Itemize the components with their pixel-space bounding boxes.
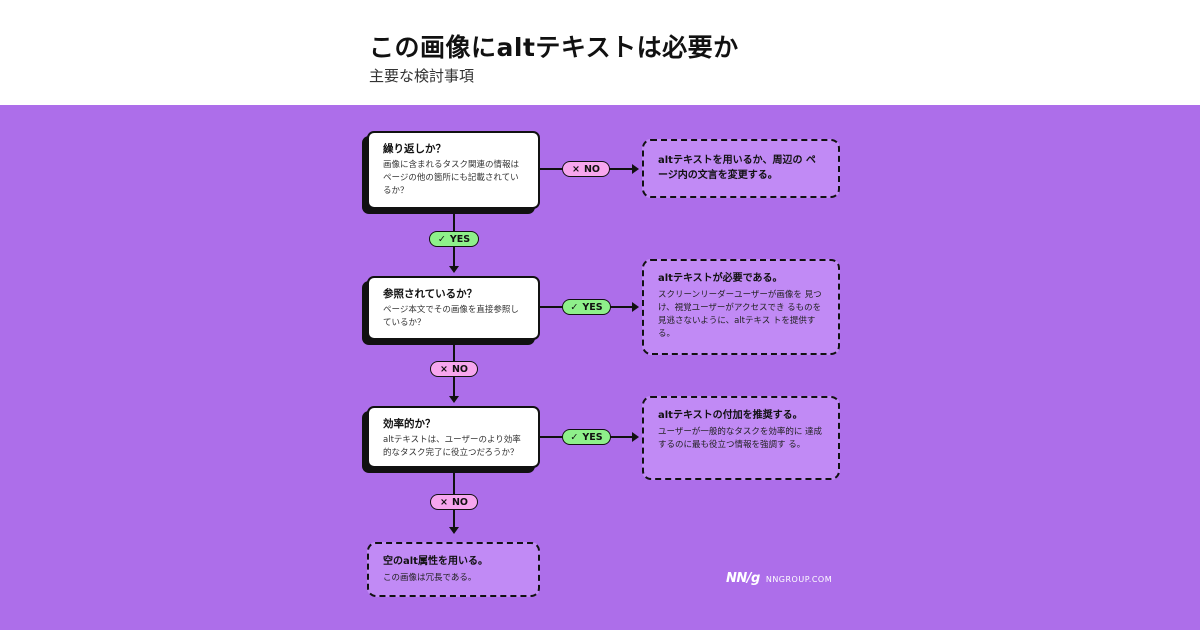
result-body: スクリーンリーダーユーザーが画像を 見つけ、視覚ユーザーがアクセスでき るものを… [658,290,822,339]
close-icon: × [440,363,448,375]
arrow-q2-down [449,396,459,403]
arrow-q3-right [632,432,639,442]
no-badge: × NO [430,494,478,510]
question-heading: 効率的か？ [383,418,436,430]
question-box-repetitive: 繰り返しか？ 画像に含まれるタスク関連の情報は ページの他の箇所にも記載されてい… [367,131,540,209]
result-heading: altテキストを用いるか、周辺の ページ内の文言を変更する。 [658,155,816,181]
page-title: この画像にaltテキストは必要か [369,33,739,62]
flowchart-canvas [0,105,1200,630]
result-heading: 空のalt属性を用いる。 [383,556,488,567]
no-label: NO [451,363,468,375]
yes-badge: ✓ YES [562,429,611,445]
yes-badge: ✓ YES [429,231,479,247]
arrow-q2-right [632,302,639,312]
arrow-q1-right [632,164,639,174]
check-icon: ✓ [570,431,579,443]
question-box-referenced: 参照されているか？ ページ本文でその画像を直接参照し ているか？ [367,276,540,340]
logo-url: NNGROUP.COM [765,575,833,584]
check-icon: ✓ [570,301,579,313]
result-body: ユーザーが一般的なタスクを効率的に 達成するのに最も役立つ情報を強調す る。 [658,427,823,450]
no-badge: × NO [430,361,478,377]
question-heading: 繰り返しか？ [383,143,446,155]
result-box-alt-required: altテキストが必要である。 スクリーンリーダーユーザーが画像を 見つけ、視覚ユ… [642,259,840,355]
logo-mark: NN/g [726,571,760,586]
page-subtitle: 主要な検討事項 [369,67,475,85]
arrow-q1-down [449,266,459,273]
yes-label: YES [582,301,603,313]
result-box-empty-alt: 空のalt属性を用いる。 この画像は冗長である。 [367,542,540,597]
no-badge: × NO [562,161,610,177]
close-icon: × [572,163,580,175]
result-box-change-text: altテキストを用いるか、周辺の ページ内の文言を変更する。 [642,139,840,198]
no-label: NO [583,163,600,175]
result-body: この画像は冗長である。 [383,573,477,583]
question-heading: 参照されているか？ [383,288,478,300]
question-box-efficient: 効率的か？ altテキストは、ユーザーのより効率 的なタスク完了に役立つだろうか… [367,406,540,468]
check-icon: ✓ [437,233,446,245]
yes-badge: ✓ YES [562,299,611,315]
question-body: 画像に含まれるタスク関連の情報は ページの他の箇所にも記載されてい るか？ [383,160,520,196]
nng-logo: NN/g NNGROUP.COM [726,571,832,586]
result-heading: altテキストの付加を推奨する。 [658,410,803,421]
result-box-alt-recommended: altテキストの付加を推奨する。 ユーザーが一般的なタスクを効率的に 達成するの… [642,396,840,480]
question-body: altテキストは、ユーザーのより効率 的なタスク完了に役立つだろうか？ [383,435,521,458]
close-icon: × [440,496,448,508]
header: この画像にaltテキストは必要か 主要な検討事項 [0,0,1200,105]
no-label: NO [451,496,468,508]
yes-label: YES [449,233,471,245]
result-heading: altテキストが必要である。 [658,273,783,284]
question-body: ページ本文でその画像を直接参照し ているか？ [383,305,519,328]
arrow-q3-down [449,527,459,534]
yes-label: YES [582,431,603,443]
